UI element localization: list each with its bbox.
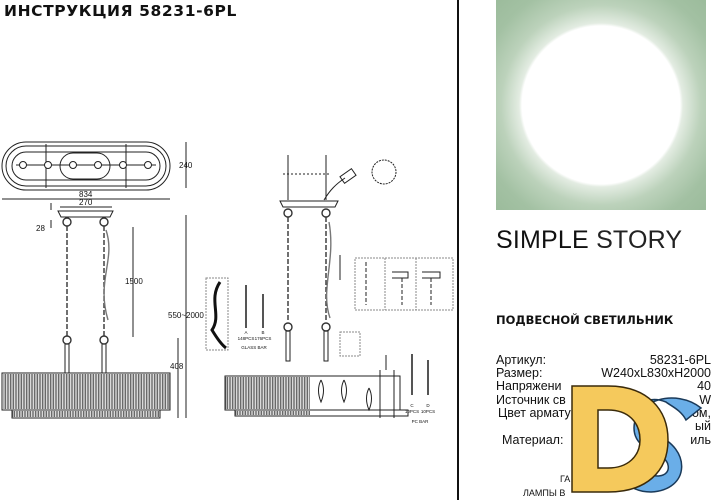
dim-height-range: 550~2000 [168,311,204,320]
document-title: ИНСТРУКЦИЯ 58231-6PL [4,2,237,20]
glass-bar-label: GLASS BAR [241,345,267,350]
dim-shade-height: 408 [170,362,184,371]
pc-bar-d-letter: D [426,403,430,408]
dim-chain-length: 1500 [125,277,143,286]
dim-canopy-width: 270 [79,198,93,207]
pc-bar-c-qty: 10PCS [405,409,419,414]
glass-bar-b-qty: 176PCS [255,336,272,341]
pc-bar-d-qty: 10PCS [421,409,435,414]
spec-row: Артикул:58231-6PL [496,353,711,367]
glass-bar-b-letter: B [261,330,264,335]
shade-stripes [3,374,170,417]
glass-bar-a-qty: 148PCS [238,336,255,341]
dim-depth: 240 [179,161,193,170]
glass-bar-a-letter: A [244,330,247,335]
assembly-view [205,155,454,418]
dim-canopy-height: 28 [36,224,45,233]
footer-line-2: ЛАМПЫ В [523,488,566,498]
pc-bar-label: PC BAR [412,419,430,424]
product-heading: ПОДВЕСНОЙ СВЕТИЛЬНИК [496,313,674,327]
dim-length: 834 [79,190,93,199]
spec-row: Материал:иль [502,433,711,447]
footer-line-1: ГА [560,474,571,484]
spec-row: ый [695,419,711,433]
technical-drawing: 240 834 270 28 1500 550~2000 408 [1,141,454,424]
brand-logo-mark [496,0,706,210]
ds-watermark-logo [571,385,703,493]
top-view [1,141,171,191]
spec-row: Размер:W240xL830xH2000 [496,366,711,380]
page-divider [457,0,459,500]
brand-name: SIMPLE STORY [496,226,683,254]
pc-bar-c-letter: C [410,403,414,408]
